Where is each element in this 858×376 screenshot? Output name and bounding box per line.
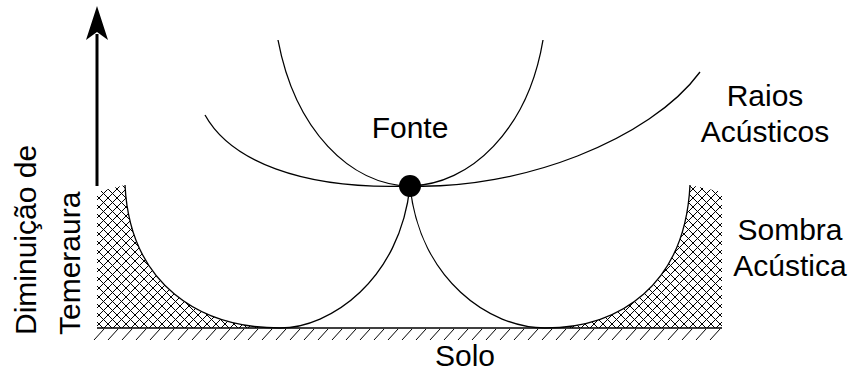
hatch-stroke [402,329,412,340]
hatch-stroke [276,329,286,340]
hatch-stroke [290,329,300,340]
hatch-stroke [682,329,692,340]
hatch-stroke [136,329,146,340]
hatch-stroke [178,329,188,340]
hatch-stroke [584,329,594,340]
hatch-stroke [598,329,608,340]
hatch-stroke [668,329,678,340]
axis-label: Diminuição de Temeraura [4,135,92,335]
hatch-stroke [248,329,258,340]
hatch-stroke [206,329,216,340]
ground-label: Solo [435,341,495,371]
hatch-stroke [164,329,174,340]
hatch-stroke [542,329,552,340]
shadow-region [97,185,280,328]
arrow-head [86,6,108,40]
ground-line [97,327,722,329]
hatch-stroke [556,329,566,340]
hatch-stroke [640,329,650,340]
hatch-stroke [696,329,706,340]
hatch-stroke [94,329,104,340]
hatch-stroke [388,329,398,340]
hatch-stroke [374,329,384,340]
hatch-stroke [346,329,356,340]
acoustic-ray [410,72,700,186]
hatch-stroke [360,329,370,340]
hatch-stroke [234,329,244,340]
shadow-region [545,185,722,328]
hatch-stroke [262,329,272,340]
acoustic-ray [410,185,690,328]
hatch-stroke [710,329,720,340]
hatch-stroke [192,329,202,340]
hatch-stroke [612,329,622,340]
shadow-label: Sombra Acústica [733,212,846,284]
hatch-stroke [486,329,496,340]
hatch-stroke [472,329,482,340]
hatch-stroke [514,329,524,340]
acoustic-ray [125,185,410,328]
acoustic-rays [125,40,700,328]
hatch-stroke [430,329,440,340]
hatch-stroke [318,329,328,340]
hatch-stroke [570,329,580,340]
rays-label: Raios Acústicos [701,78,829,150]
hatch-stroke [304,329,314,340]
ground-hatching [94,329,720,340]
source-label: Fonte [372,110,449,146]
hatch-stroke [458,329,468,340]
temperature-arrow [96,34,99,186]
hatch-stroke [654,329,664,340]
hatch-stroke [220,329,230,340]
hatch-stroke [108,329,118,340]
hatch-stroke [528,329,538,340]
hatch-stroke [150,329,160,340]
hatch-stroke [444,329,454,340]
hatch-stroke [332,329,342,340]
hatch-stroke [416,329,426,340]
hatch-stroke [122,329,132,340]
hatch-stroke [626,329,636,340]
source-dot [399,175,421,197]
hatch-stroke [500,329,510,340]
